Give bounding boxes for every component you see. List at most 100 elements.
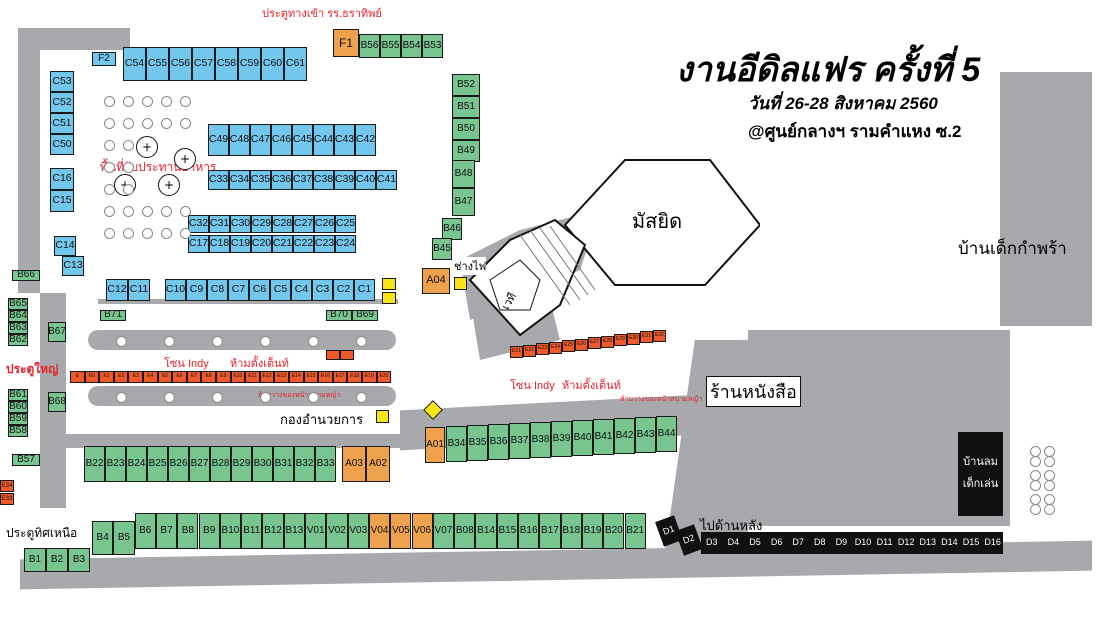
- booth-f2[interactable]: F2: [92, 52, 116, 66]
- booth-e34[interactable]: E34: [0, 480, 14, 492]
- yellow-marker-2[interactable]: [382, 292, 396, 304]
- booth-e10[interactable]: E10: [230, 371, 246, 383]
- booth-b52[interactable]: B52: [452, 74, 480, 96]
- booth-e15[interactable]: E15: [303, 371, 319, 383]
- booth-b50[interactable]: B50: [452, 118, 480, 140]
- booth-c1[interactable]: C1: [354, 279, 375, 301]
- booth-e31[interactable]: E31: [640, 331, 653, 343]
- booth-c37[interactable]: C37: [292, 170, 313, 190]
- booth-e12[interactable]: E12: [259, 371, 275, 383]
- booth-d8[interactable]: D8: [809, 532, 831, 554]
- booth-e21[interactable]: E21: [510, 346, 523, 358]
- booth-c25[interactable]: C25: [335, 215, 356, 233]
- booth-e3[interactable]: E3: [128, 371, 143, 383]
- booth-b64[interactable]: B64: [8, 310, 28, 322]
- booth-c53[interactable]: C53: [50, 71, 74, 92]
- booth-c15[interactable]: C15: [50, 190, 74, 212]
- booth-e7[interactable]: E7: [186, 371, 202, 383]
- booth-b51[interactable]: B51: [452, 96, 480, 118]
- booth-e30[interactable]: E30: [627, 332, 640, 345]
- booth-e6[interactable]: E6: [172, 371, 187, 383]
- booth-b56[interactable]: B56: [359, 34, 380, 58]
- booth-indy-small-1[interactable]: [326, 350, 340, 360]
- booth-c16[interactable]: C16: [50, 168, 74, 190]
- booth-e1[interactable]: E1: [99, 371, 114, 383]
- booth-b55[interactable]: B55: [380, 34, 401, 58]
- booth-e18[interactable]: E18: [347, 371, 362, 383]
- booth-b49[interactable]: B49: [452, 140, 480, 162]
- booth-c34[interactable]: C34: [229, 170, 250, 190]
- booth-b61[interactable]: B61: [8, 389, 28, 401]
- booth-b57[interactable]: B57: [12, 454, 40, 466]
- booth-c36[interactable]: C36: [271, 170, 292, 190]
- booth-c21[interactable]: C21: [272, 235, 293, 253]
- booth-c12[interactable]: C12: [106, 279, 128, 301]
- booth-e29[interactable]: E29: [614, 334, 627, 346]
- booth-c23[interactable]: C23: [314, 235, 335, 253]
- booth-e33[interactable]: E33: [0, 493, 14, 505]
- booth-b59[interactable]: B59: [8, 413, 28, 425]
- booth-c3[interactable]: C3: [312, 279, 333, 301]
- booth-b67[interactable]: B67: [48, 322, 66, 342]
- booth-c8[interactable]: C8: [207, 279, 228, 301]
- booth-c31[interactable]: C31: [209, 215, 230, 233]
- booth-d9[interactable]: D9: [830, 532, 853, 554]
- booth-d14[interactable]: D14: [938, 532, 961, 554]
- booth-c19[interactable]: C19: [230, 235, 251, 253]
- booth-c40[interactable]: C40: [355, 170, 376, 190]
- booth-indy-small-2[interactable]: [340, 350, 354, 360]
- booth-e13[interactable]: E13: [274, 371, 289, 383]
- booth-c28[interactable]: C28: [272, 215, 293, 233]
- booth-e5[interactable]: E5: [157, 371, 173, 383]
- booth-d4[interactable]: D4: [722, 532, 745, 554]
- booth-c4[interactable]: C4: [291, 279, 312, 301]
- booth-e19[interactable]: E19: [362, 371, 377, 383]
- booth-e27[interactable]: E27: [588, 337, 601, 349]
- booth-b53[interactable]: B53: [422, 34, 443, 58]
